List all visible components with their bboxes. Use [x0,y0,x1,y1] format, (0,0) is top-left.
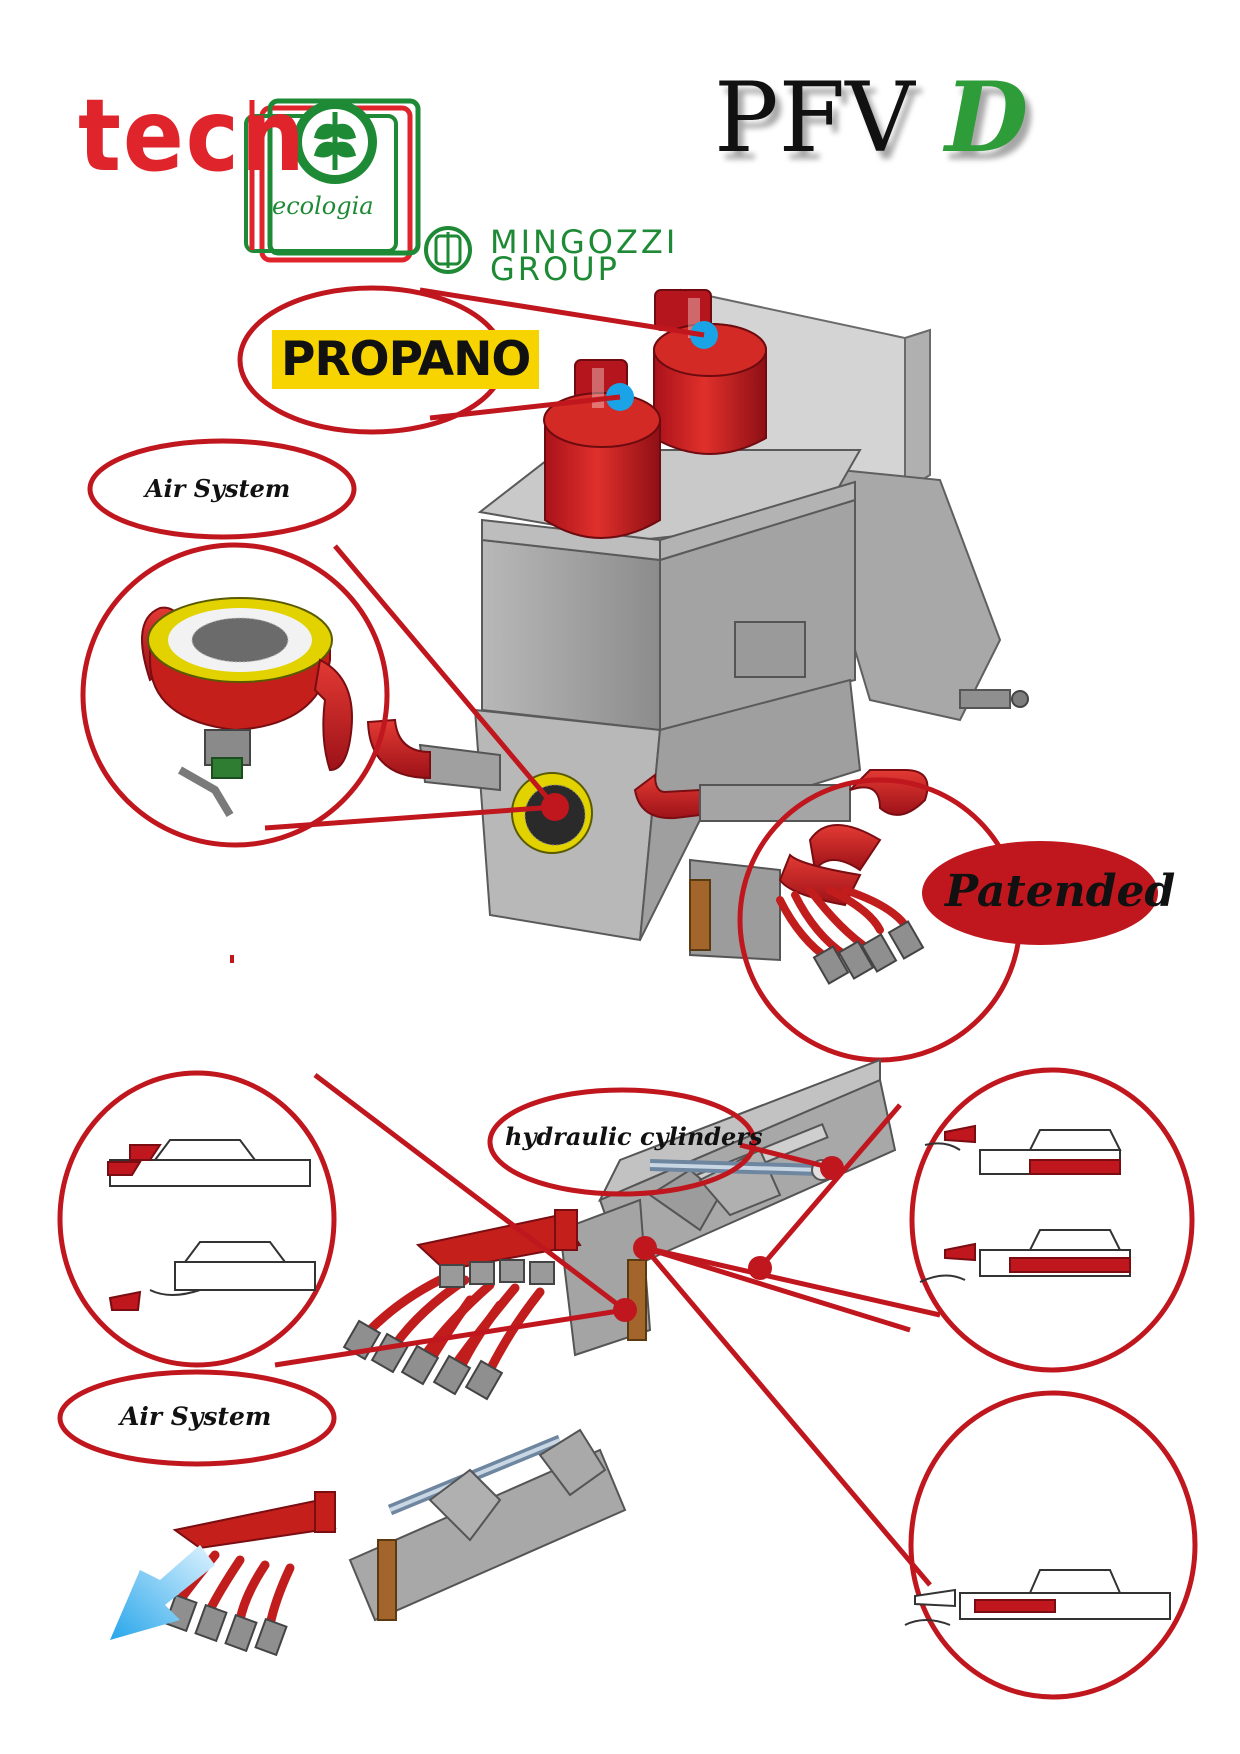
tecn-logo-wordmark: tecn [78,77,307,194]
patented-label: Patended [945,866,1176,917]
gas-tank-front [543,359,661,539]
air-system-label-bottom: Air System [120,1402,272,1431]
airflow-arrow-icon [110,1545,215,1640]
patented-badge [922,841,1158,945]
burner-machine [366,288,1029,985]
callout-lines-top [80,285,1023,1063]
mingozzi-emblem-icon [424,226,472,274]
propano-label: PROPANO [272,330,540,389]
title-main: PFV [714,62,915,174]
hydraulic-cylinders-label: hydraulic cylinders [505,1122,763,1151]
air-system-inset [141,597,353,818]
nozzle-assembly-lower [110,1428,627,1657]
nozzle-assembly [342,1058,897,1401]
mingozzi-logo-line1: MINGOZZI [490,223,679,261]
title-accent: D [945,61,1029,174]
wheat-emblem-icon [293,100,377,184]
page-title: PFV D [714,70,1028,167]
inset-sketches [107,1124,1171,1626]
callout-lines-bottom [57,1067,1198,1700]
tecn-logo-subtext: ecologia [272,192,374,220]
gas-tank-rear [653,289,767,455]
air-system-label-top: Air System [145,474,291,503]
mingozzi-logo-line2: GROUP [490,250,620,288]
